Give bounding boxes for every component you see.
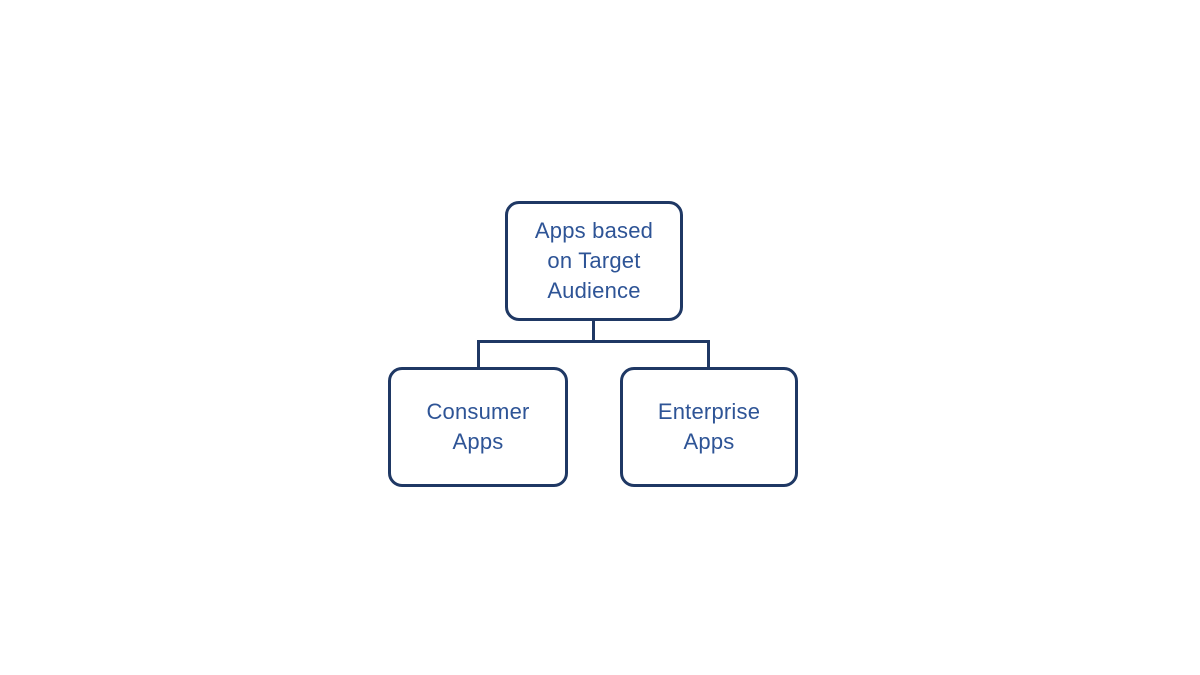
- node-label-consumer-apps: Consumer Apps: [426, 399, 530, 454]
- connector-root-stem: [592, 319, 595, 343]
- node-apps-based-on-target-audience: Apps based on Target Audience: [505, 201, 683, 321]
- node-label-root: Apps based on Target Audience: [534, 218, 654, 303]
- node-label-enterprise-apps: Enterprise Apps: [657, 399, 761, 454]
- node-enterprise-apps: Enterprise Apps: [620, 367, 798, 487]
- node-consumer-apps: Consumer Apps: [388, 367, 568, 487]
- connector-left-drop: [477, 340, 480, 368]
- connector-horizontal: [477, 340, 710, 343]
- connector-right-drop: [707, 340, 710, 368]
